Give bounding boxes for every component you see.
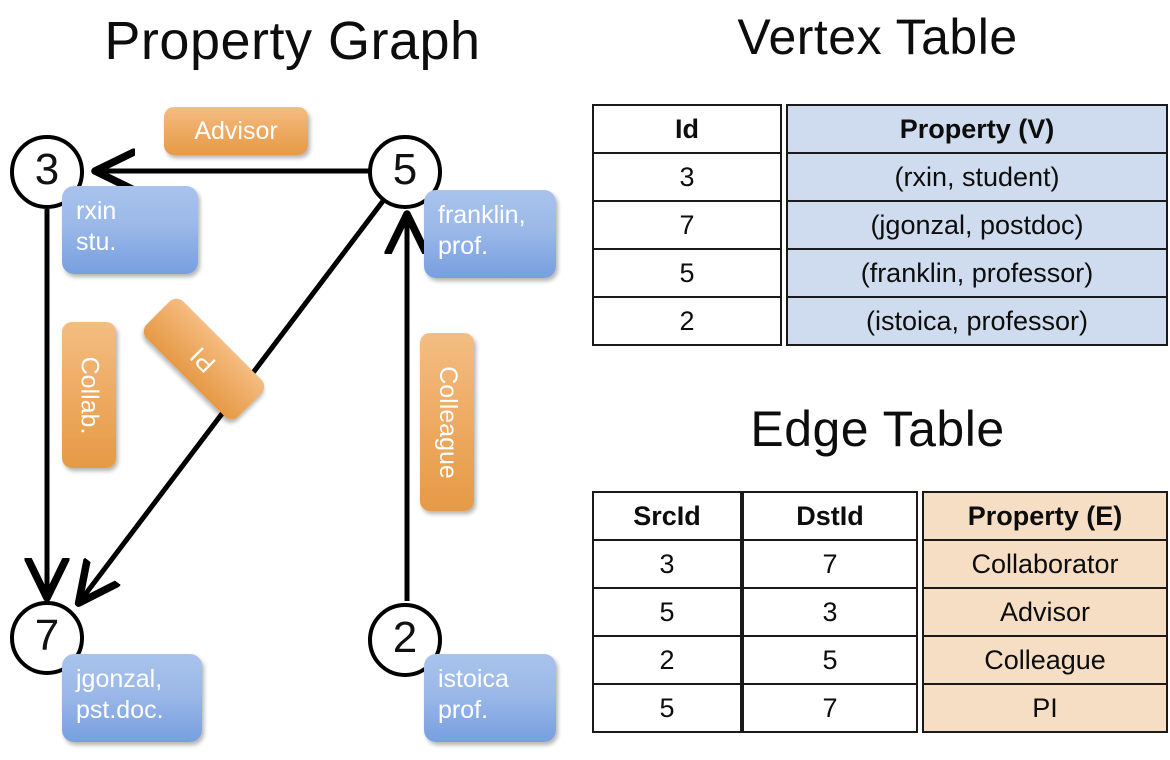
table-row[interactable]: PI — [922, 683, 1168, 733]
graph-node-2-property-box: istoica prof. — [424, 654, 556, 742]
table-row[interactable]: 3 — [592, 152, 782, 202]
edge-cell-property: Colleague — [922, 635, 1168, 685]
graph-node-2-label: 2 — [392, 613, 418, 662]
graph-edge-label-colleague-text: Colleague — [433, 365, 462, 479]
page-title-vertex-table: Vertex Table — [737, 9, 1018, 65]
graph-node-7-property-box: jgonzal, pst.doc. — [62, 654, 202, 742]
table-header-row: Property (E) — [922, 491, 1168, 541]
table-row[interactable]: (jgonzal, postdoc) — [786, 200, 1168, 250]
graph-edge-label-pi-text: PI — [185, 341, 222, 378]
edge-table-srcid-column: SrcId 3 5 2 5 — [592, 491, 742, 733]
graph-node-5[interactable]: 5 — [368, 135, 442, 209]
edge-header-srcid: SrcId — [592, 491, 742, 541]
property-graph-diagram: 3 5 7 2 rxin stu. franklin, prof. jgonza… — [10, 107, 556, 742]
edge-cell-dstid: 7 — [742, 539, 918, 589]
table-row[interactable]: Colleague — [922, 635, 1168, 685]
vertex-cell-id: 3 — [592, 152, 782, 202]
vertex-cell-id: 2 — [592, 296, 782, 346]
graph-node-2[interactable]: 2 — [368, 603, 442, 677]
edge-header-dstid: DstId — [742, 491, 918, 541]
edge-cell-property: Collaborator — [922, 539, 1168, 589]
graph-edge-label-colleague: Colleague — [420, 333, 474, 511]
graph-node-3-label: 3 — [34, 145, 60, 194]
edge-cell-property: PI — [922, 683, 1168, 733]
table-row[interactable]: 3 — [592, 539, 742, 589]
vertex-table-id-column: Id 3 7 5 2 — [592, 104, 782, 346]
table-row[interactable]: (rxin, student) — [786, 152, 1168, 202]
table-row[interactable]: 5 — [592, 587, 742, 637]
table-row[interactable]: 7 — [742, 683, 918, 733]
table-row[interactable]: 2 — [592, 296, 782, 346]
table-row[interactable]: Collaborator — [922, 539, 1168, 589]
graph-node-3-property-box: rxin stu. — [62, 186, 198, 274]
table-header-row: Id — [592, 104, 782, 154]
vertex-cell-property: (istoica, professor) — [786, 296, 1168, 346]
edge-table-dstid-column: DstId 7 3 5 7 — [742, 491, 918, 733]
graph-node-5-label: 5 — [392, 145, 418, 194]
table-row[interactable]: Advisor — [922, 587, 1168, 637]
edge-table-property-column: Property (E) Collaborator Advisor Collea… — [922, 491, 1168, 733]
vertex-cell-property: (jgonzal, postdoc) — [786, 200, 1168, 250]
table-row[interactable]: 5 — [742, 635, 918, 685]
edge-cell-srcid: 3 — [592, 539, 742, 589]
graph-edge-label-collab: Collab. — [62, 322, 116, 468]
table-header-row: SrcId — [592, 491, 742, 541]
edge-cell-srcid: 5 — [592, 683, 742, 733]
table-row[interactable]: 5 — [592, 248, 782, 298]
vertex-table-property-column: Property (V) (rxin, student) (jgonzal, p… — [786, 104, 1168, 346]
page-title-property-graph: Property Graph — [104, 11, 481, 71]
edge-header-property: Property (E) — [922, 491, 1168, 541]
table-header-row: DstId — [742, 491, 918, 541]
edge-cell-property: Advisor — [922, 587, 1168, 637]
edge-cell-srcid: 5 — [592, 587, 742, 637]
table-row[interactable]: 7 — [592, 200, 782, 250]
page-title-edge-table: Edge Table — [750, 401, 1005, 457]
table-row[interactable]: 5 — [592, 683, 742, 733]
edge-cell-dstid: 5 — [742, 635, 918, 685]
edge-cell-srcid: 2 — [592, 635, 742, 685]
table-row[interactable]: (istoica, professor) — [786, 296, 1168, 346]
vertex-cell-property: (rxin, student) — [786, 152, 1168, 202]
vertex-cell-id: 7 — [592, 200, 782, 250]
edge-cell-dstid: 7 — [742, 683, 918, 733]
table-row[interactable]: 7 — [742, 539, 918, 589]
graph-edge-label-advisor: Advisor — [164, 107, 308, 155]
table-row[interactable]: 3 — [742, 587, 918, 637]
vertex-header-property: Property (V) — [786, 104, 1168, 154]
edge-cell-dstid: 3 — [742, 587, 918, 637]
table-header-row: Property (V) — [786, 104, 1168, 154]
table-row[interactable]: 2 — [592, 635, 742, 685]
vertex-cell-id: 5 — [592, 248, 782, 298]
graph-edge-label-collab-text: Collab. — [75, 356, 104, 434]
vertex-cell-property: (franklin, professor) — [786, 248, 1168, 298]
graph-edge-label-advisor-text: Advisor — [194, 116, 278, 145]
graph-node-7-label: 7 — [34, 611, 60, 660]
vertex-header-id: Id — [592, 104, 782, 154]
table-row[interactable]: (franklin, professor) — [786, 248, 1168, 298]
graph-node-5-property-box: franklin, prof. — [424, 190, 556, 278]
